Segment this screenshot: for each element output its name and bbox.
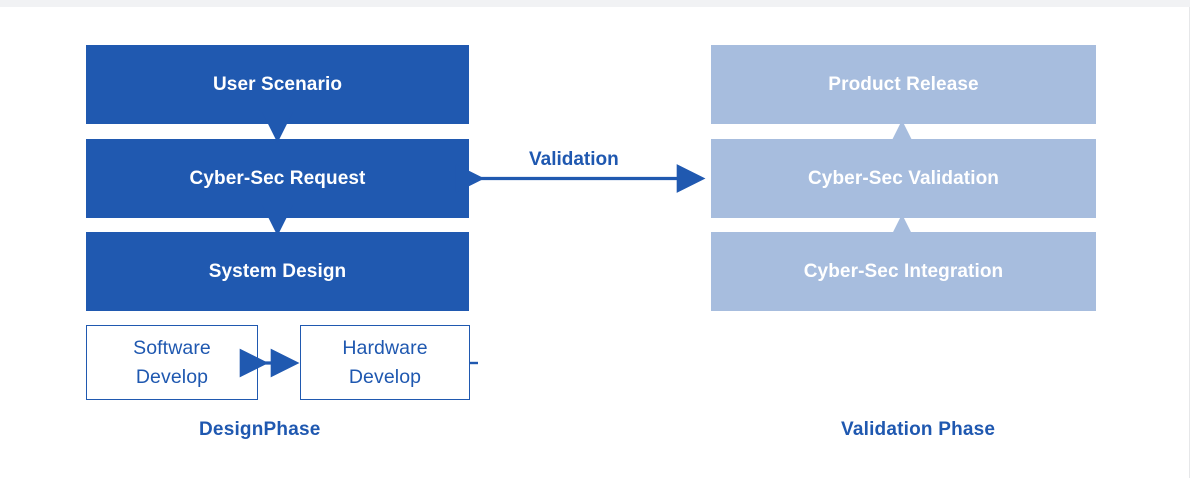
box-product-release-label: Product Release (828, 73, 979, 95)
box-hardware-develop[interactable]: Hardware Develop (300, 325, 470, 400)
box-software-develop-label: Software Develop (133, 334, 211, 391)
box-product-release[interactable]: Product Release (711, 45, 1096, 124)
box-hardware-develop-line1: Hardware (342, 337, 428, 360)
box-hardware-develop-label: Hardware Develop (342, 334, 427, 391)
box-system-design-label: System Design (208, 260, 347, 282)
phase-label-design: DesignPhase (199, 419, 321, 440)
box-software-develop-line2: Develop (135, 365, 209, 388)
box-software-develop[interactable]: Software Develop (86, 325, 258, 400)
box-software-develop-line1: Software (133, 337, 211, 360)
right-edge-rule (1189, 7, 1190, 478)
edge-label-validation: Validation (529, 149, 619, 170)
box-hardware-develop-line2: Develop (348, 365, 422, 388)
box-cyber-sec-request[interactable]: Cyber-Sec Request (86, 139, 469, 218)
box-cyber-sec-validation-label: Cyber-Sec Validation (807, 167, 999, 189)
box-cyber-sec-integration-label: Cyber-Sec Integration (803, 260, 1004, 282)
box-system-design[interactable]: System Design (86, 232, 469, 311)
box-cyber-sec-validation[interactable]: Cyber-Sec Validation (711, 139, 1096, 218)
phase-label-validation: Validation Phase (841, 419, 996, 440)
box-cyber-sec-request-label: Cyber-Sec Request (189, 167, 366, 189)
box-user-scenario[interactable]: User Scenario (86, 45, 469, 124)
box-user-scenario-label: User Scenario (212, 73, 343, 95)
box-cyber-sec-integration[interactable]: Cyber-Sec Integration (711, 232, 1096, 311)
top-chrome-strip (0, 0, 1190, 7)
